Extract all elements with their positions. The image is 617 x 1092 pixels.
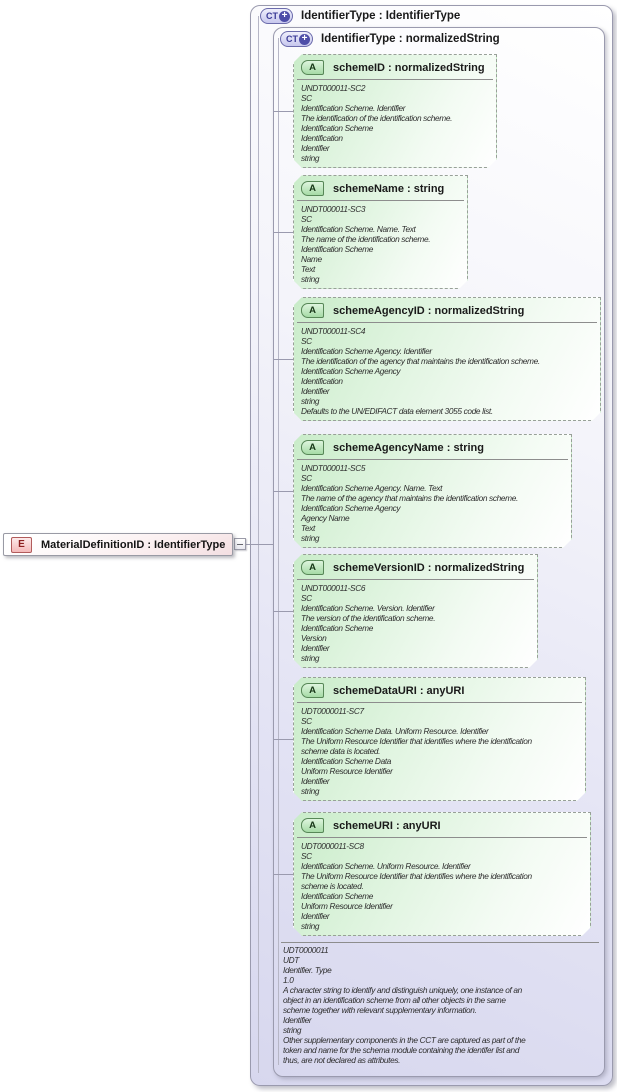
separator (297, 322, 597, 323)
attribute-title: schemeAgencyName : string (333, 441, 484, 454)
attribute-header: A schemeDataURI : anyURI (294, 678, 585, 701)
inner-type-title: IdentifierType : normalizedString (321, 33, 500, 45)
attribute-icon: A (301, 181, 324, 196)
attribute-box-schemedatauri[interactable]: A schemeDataURI : anyURI UDT0000011-SC7 … (293, 677, 586, 801)
connector-line (273, 111, 293, 112)
attribute-title: schemeDataURI : anyURI (333, 684, 465, 697)
attribute-title: schemeURI : anyURI (333, 819, 441, 832)
complextype-icon-label: CT (286, 34, 298, 44)
attribute-annotation: UNDT000011-SC5 SC Identification Scheme … (301, 463, 518, 543)
collapse-toggle[interactable] (234, 538, 246, 550)
attribute-icon: A (301, 818, 324, 833)
connector-line (246, 544, 273, 545)
inner-type-header[interactable]: CT + IdentifierType : normalizedString (280, 31, 500, 47)
separator (297, 459, 568, 460)
attribute-annotation: UNDT000011-SC3 SC Identification Scheme.… (301, 204, 431, 284)
attribute-icon: A (301, 303, 324, 318)
attribute-header: A schemeName : string (294, 176, 467, 199)
type-documentation: UDT0000011 UDT Identifier. Type 1.0 A ch… (283, 945, 526, 1065)
attribute-title: schemeName : string (333, 182, 445, 195)
separator (297, 702, 582, 703)
complextype-icon: CT + (280, 31, 313, 47)
expand-icon[interactable]: + (299, 33, 310, 45)
outer-type-header[interactable]: CT + IdentifierType : IdentifierType (260, 8, 460, 24)
attribute-header: A schemeURI : anyURI (294, 813, 590, 836)
element-box-materialdefinitionid[interactable]: E MaterialDefinitionID : IdentifierType (3, 533, 233, 556)
separator (297, 79, 493, 80)
attribute-box-schemeagencyname[interactable]: A schemeAgencyName : string UNDT000011-S… (293, 434, 572, 548)
attribute-header: A schemeVersionID : normalizedString (294, 555, 537, 578)
complextype-icon: CT + (260, 8, 293, 24)
attribute-box-schemeagencyid[interactable]: A schemeAgencyID : normalizedString UNDT… (293, 297, 601, 421)
complextype-icon-label: CT (266, 11, 278, 21)
connector-line (273, 232, 293, 233)
attribute-header: A schemeID : normalizedString (294, 55, 496, 78)
connector-line (273, 739, 293, 740)
attribute-icon: A (301, 560, 324, 575)
connector-line (273, 359, 293, 360)
attribute-annotation: UNDT000011-SC4 SC Identification Scheme … (301, 326, 540, 416)
element-label: MaterialDefinitionID : IdentifierType (41, 538, 226, 551)
attribute-box-schemeid[interactable]: A schemeID : normalizedString UNDT000011… (293, 54, 497, 168)
outer-type-title: IdentifierType : IdentifierType (301, 10, 461, 22)
separator (297, 579, 534, 580)
connector-line (273, 491, 293, 492)
attribute-title: schemeAgencyID : normalizedString (333, 304, 525, 317)
attribute-annotation: UNDT000011-SC2 SC Identification Scheme.… (301, 83, 453, 163)
connector-line (273, 611, 293, 612)
attribute-title: schemeID : normalizedString (333, 61, 485, 74)
attribute-title: schemeVersionID : normalizedString (333, 561, 525, 574)
element-icon: E (11, 536, 32, 553)
expand-icon[interactable]: + (279, 10, 290, 22)
attribute-header: A schemeAgencyName : string (294, 435, 571, 458)
attribute-box-schemename[interactable]: A schemeName : string UNDT000011-SC3 SC … (293, 175, 468, 289)
attribute-box-schemeuri[interactable]: A schemeURI : anyURI UDT0000011-SC8 SC I… (293, 812, 591, 936)
separator (297, 837, 587, 838)
minus-icon (237, 544, 243, 545)
attribute-annotation: UNDT000011-SC6 SC Identification Scheme.… (301, 583, 436, 663)
inner-container-spine-line (278, 38, 279, 1065)
attribute-annotation: UDT0000011-SC7 SC Identification Scheme … (301, 706, 532, 796)
attribute-icon: A (301, 440, 324, 455)
separator (297, 200, 464, 201)
connector-line (273, 874, 293, 875)
attribute-annotation: UDT0000011-SC8 SC Identification Scheme.… (301, 841, 532, 931)
attribute-box-schemeversionid[interactable]: A schemeVersionID : normalizedString UND… (293, 554, 538, 668)
attribute-icon: A (301, 60, 324, 75)
attribute-icon: A (301, 683, 324, 698)
documentation-separator (281, 942, 599, 943)
attribute-header: A schemeAgencyID : normalizedString (294, 298, 600, 321)
